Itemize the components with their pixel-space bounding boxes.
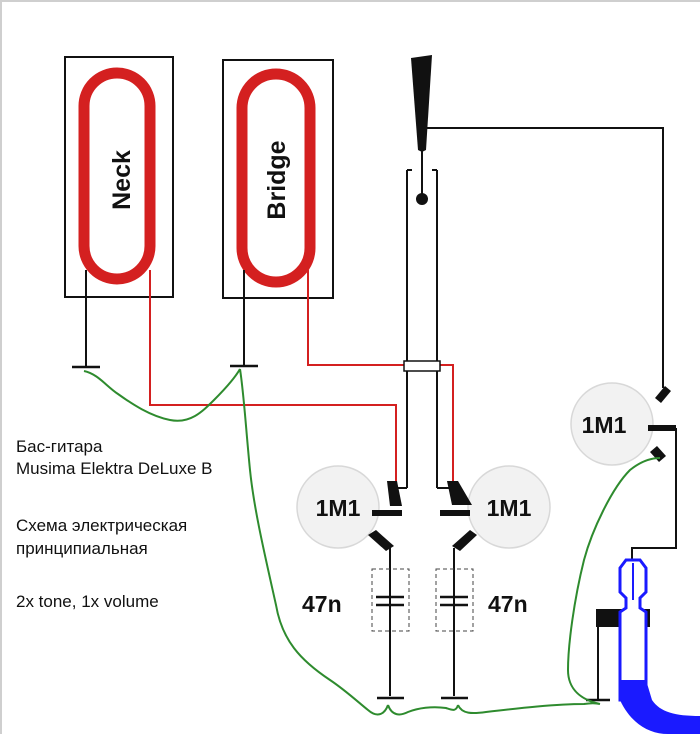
neck-hot-wire	[149, 270, 397, 488]
switch-output-wire	[426, 127, 664, 388]
selector-switch	[390, 55, 454, 489]
capacitor-2	[435, 568, 474, 632]
caption-line-3: Схема электрическая	[16, 516, 188, 535]
capacitor-1	[371, 568, 410, 632]
output-jack	[586, 558, 700, 734]
volume-pot-label: 1M1	[582, 412, 627, 438]
bridge-hot-wire	[307, 270, 454, 487]
caption-line-1: Бас-гитара	[16, 437, 103, 456]
volume-pot: 1M1	[570, 382, 676, 466]
capacitor-1-label: 47n	[302, 591, 342, 617]
ground-wire	[83, 368, 661, 716]
tone-pot-2-label: 1M1	[487, 495, 532, 521]
neck-pickup-label: Neck	[108, 150, 136, 210]
bridge-pickup-label: Bridge	[263, 140, 291, 219]
neck-pickup: Neck	[64, 56, 174, 298]
caption-line-4: принципиальная	[16, 539, 148, 558]
tone-pot-1: 1M1	[296, 465, 402, 551]
caption-line-2: Musima Elektra DeLuxe B	[16, 459, 213, 478]
volume-output-wire	[631, 428, 677, 560]
tone-pot-2: 1M1	[440, 465, 551, 551]
bridge-pickup: Bridge	[222, 59, 334, 299]
tone-pot-1-label: 1M1	[316, 495, 361, 521]
capacitor-2-label: 47n	[488, 591, 528, 617]
caption-line-5: 2x tone, 1x volume	[16, 592, 159, 611]
